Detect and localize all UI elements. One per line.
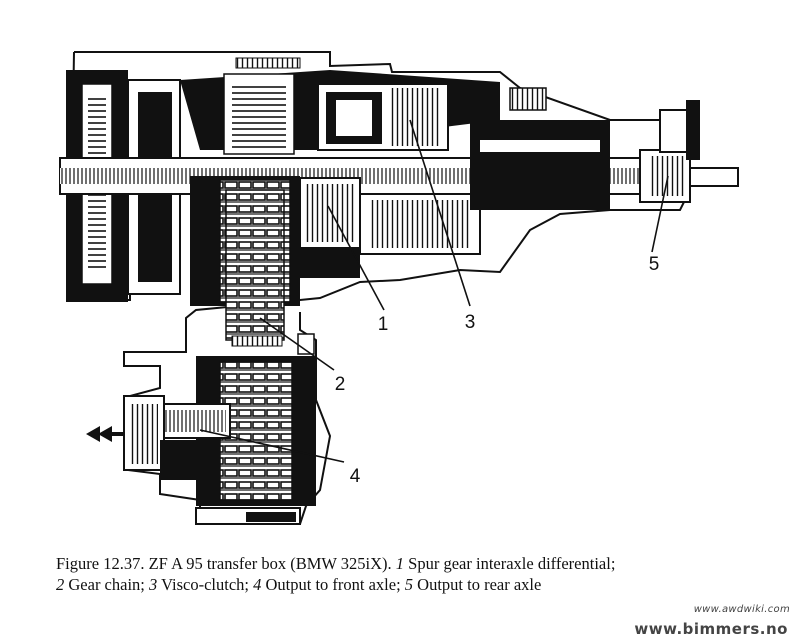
caption-item-num: 5 [404,575,414,594]
caption-item-text: Spur gear interaxle differential; [408,554,616,573]
caption-title: ZF A 95 transfer box [148,554,287,573]
visco-clutch [317,83,610,255]
caption-item-text: Output to rear axle [417,575,542,594]
caption-item-num: 4 [253,575,262,594]
leader-lines [199,119,669,463]
transfer-box-cutaway-diagram: 1 3 2 4 5 [59,51,739,525]
figure-caption: Figure 12.37. ZF A 95 transfer box (BMW … [56,553,776,595]
front-output-shaft [123,395,231,480]
callout-2: 2 [335,374,346,395]
caption-item-text: Visco-clutch; [161,575,249,594]
callout-4: 4 [350,466,361,487]
caption-item-num: 1 [395,554,405,573]
spur-gear-differential [299,177,361,278]
gear-chain [225,189,315,355]
watermark-bimmers: www.bimmers.no [634,620,788,638]
callout-3: 3 [465,312,476,333]
watermark-awdwiki: www.awdwiki.com [693,604,790,615]
callout-5: 5 [649,254,660,275]
caption-model: (BMW 325iX). [290,554,392,573]
caption-item-text: Output to front axle; [265,575,401,594]
caption-item-num: 2 [56,575,65,594]
caption-item-num: 3 [149,575,158,594]
double-arrow-left-icon [86,426,124,442]
caption-item-text: Gear chain; [68,575,145,594]
callout-1: 1 [378,314,389,335]
lower-sprocket [195,356,316,525]
caption-figure-label: Figure 12.37. [56,554,145,573]
